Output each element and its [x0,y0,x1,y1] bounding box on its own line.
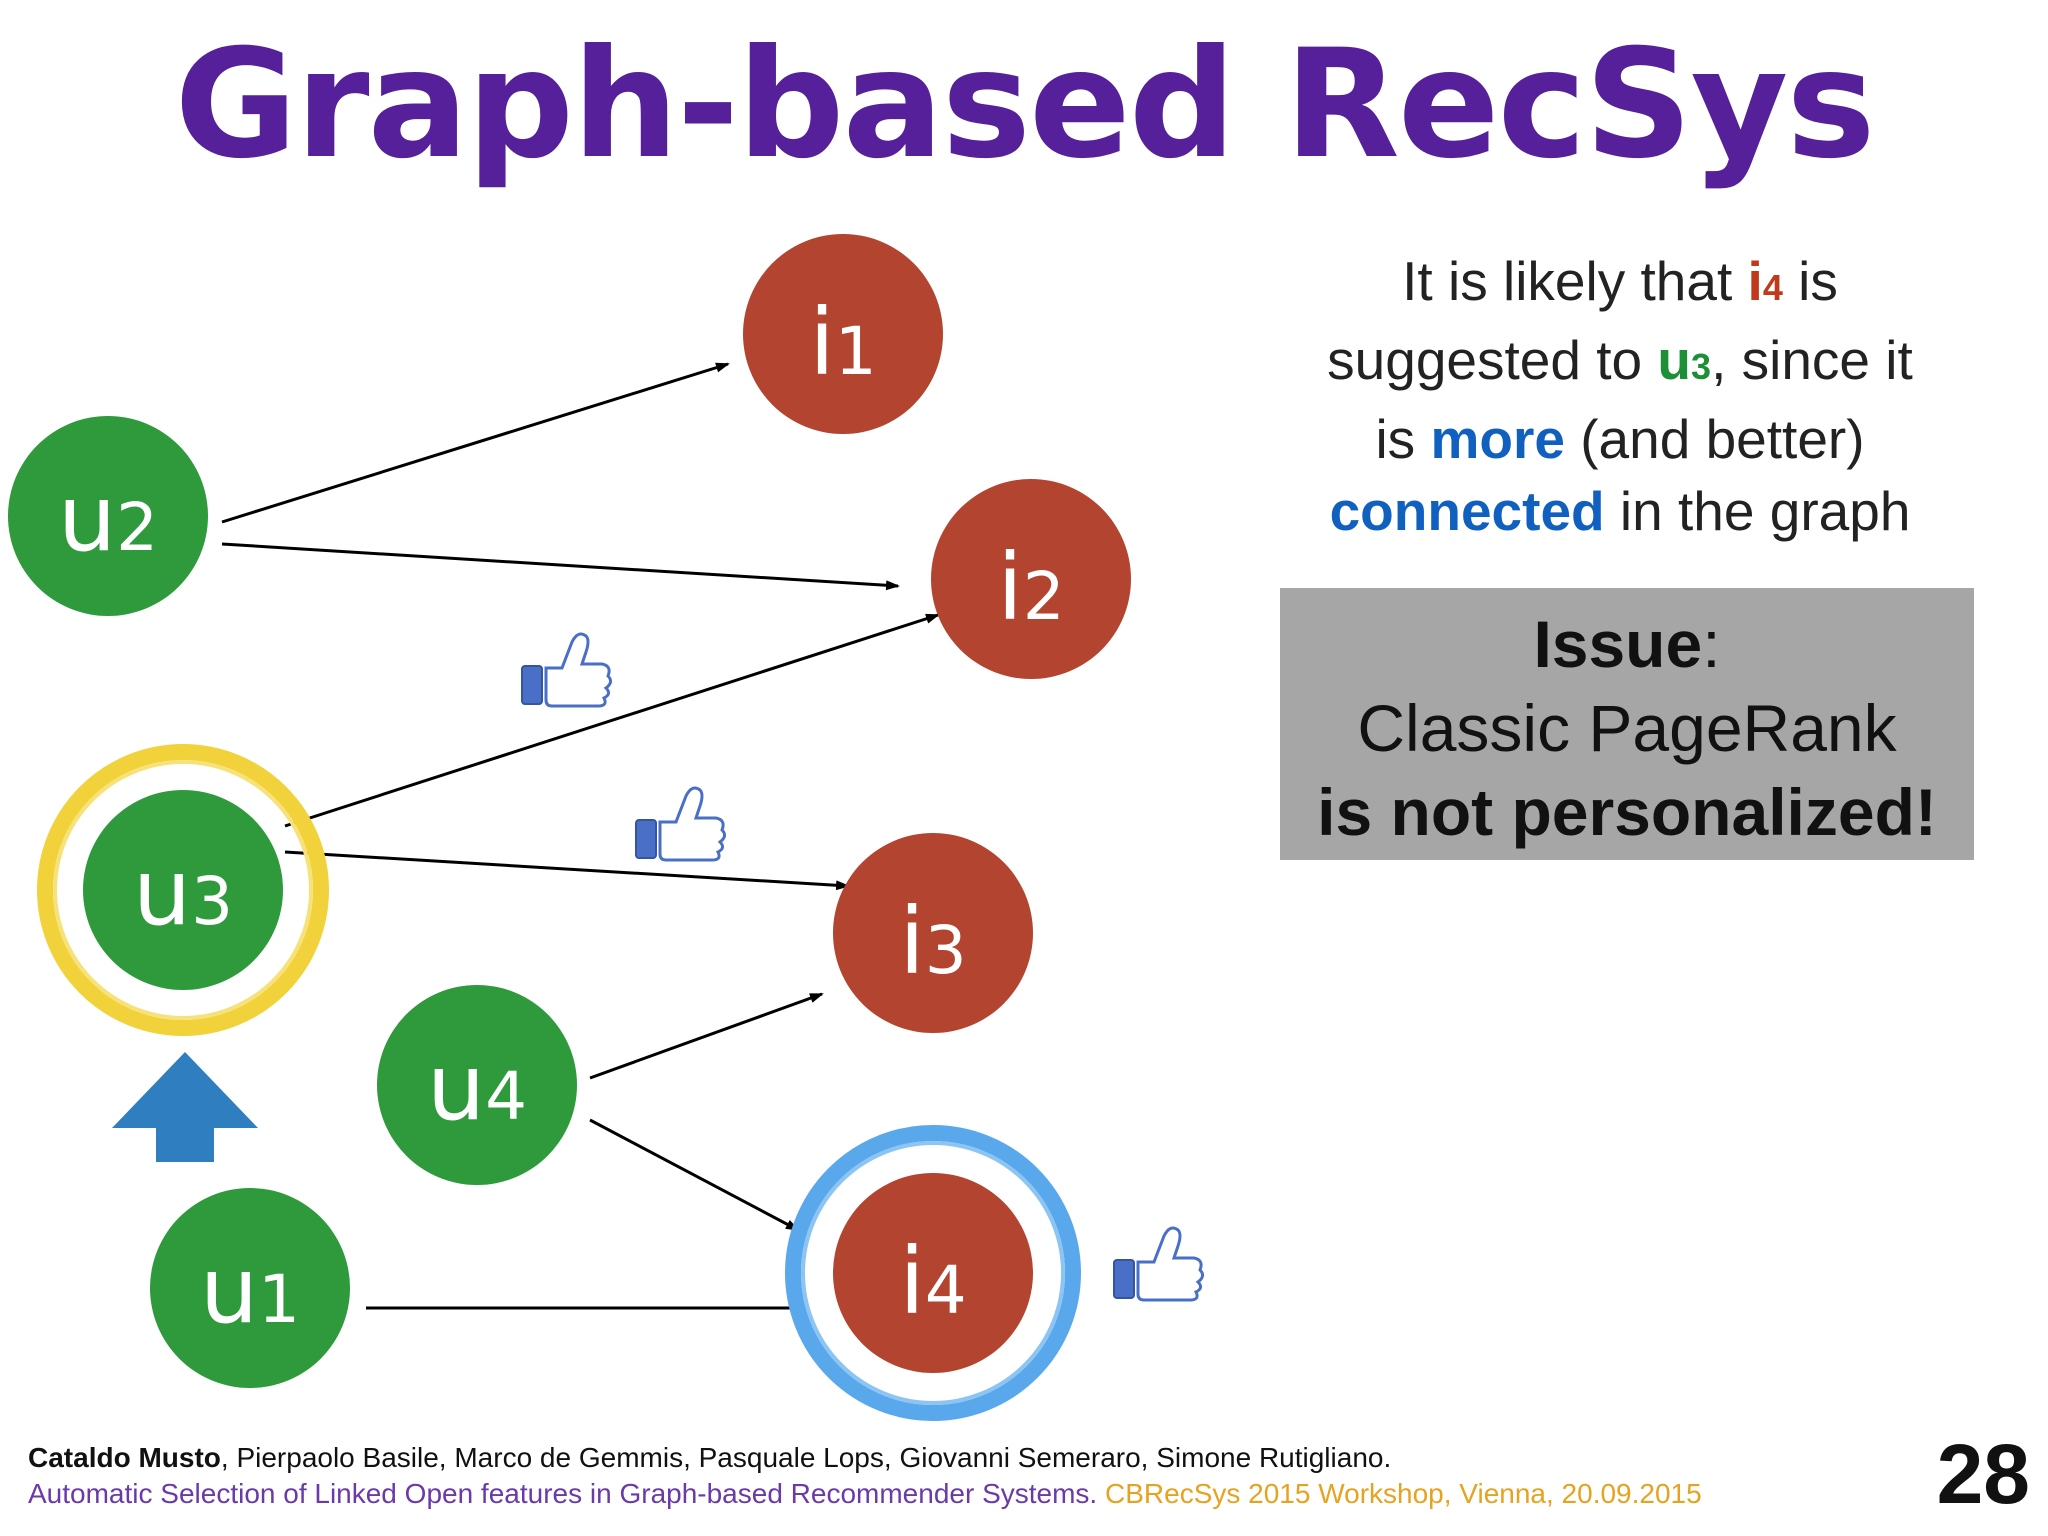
edge-u2-i1 [221,362,730,524]
svg-text:i2: i2 [997,534,1065,641]
explanation-text: It is likely that i4 is suggested to u3,… [1270,245,1970,547]
node-i4: i4 [833,1173,1033,1373]
node-u1: u1 [150,1188,350,1388]
u3-highlight-ring [37,744,329,1036]
thumbs-up-icon [635,786,727,862]
node-u3-sub: 3 [191,863,233,940]
node-u2: u2 [8,416,208,616]
explain-part-4: , since it [1711,329,1913,391]
thumbs-up-icon [521,632,613,708]
node-u4: u4 [377,985,577,1185]
issue-box: Issue: Classic PageRank is not personali… [1280,588,1974,860]
explain-part-5: is [1375,408,1431,470]
slide-title: Graph-based RecSys [174,18,1875,192]
footer-authors: Cataldo Musto, Pierpaolo Basile, Marco d… [28,1442,1391,1474]
node-i3-letter: i [899,888,925,995]
node-i3: i3 [833,833,1033,1033]
node-i1-letter: i [809,289,835,396]
up-arrow-icon [112,1052,258,1162]
node-u4-letter: u [427,1034,485,1141]
explain-u3: u3 [1657,329,1712,391]
slide-number: 28 [1936,1427,2030,1521]
svg-text:i3: i3 [899,888,967,995]
issue-line-3: is not personalized! [1317,775,1937,849]
node-i2-sub: 2 [1023,558,1065,635]
node-i1-sub: 1 [835,313,877,390]
paper-title: Automatic Selection of Linked Open featu… [28,1478,1098,1509]
node-u1-sub: 1 [258,1261,300,1338]
footer-citation: Automatic Selection of Linked Open featu… [28,1478,1702,1510]
explain-connected: connected [1329,480,1605,542]
node-u4-sub: 4 [485,1058,527,1135]
node-i3-sub: 3 [925,912,967,989]
explain-more: more [1430,408,1565,470]
issue-label: Issue [1533,607,1703,681]
lead-author: Cataldo Musto [28,1442,221,1473]
svg-text:u1: u1 [200,1237,300,1344]
svg-text:i1: i1 [809,289,877,396]
node-u3: u3 [83,790,283,990]
issue-line-2: Classic PageRank [1357,691,1897,765]
issue-colon: : [1702,607,1721,681]
node-u2-sub: 2 [116,489,158,566]
edge-u3-i2 [284,613,940,828]
node-i2-letter: i [997,534,1023,641]
explain-part-3: suggested to [1327,329,1658,391]
node-i2: i2 [931,479,1131,679]
node-u2-letter: u [58,465,116,572]
node-i4-letter: i [899,1228,925,1335]
explain-part-1: It is likely that [1402,250,1748,312]
edge-u4-i3 [589,992,824,1080]
explain-part-6: (and better) [1564,408,1865,470]
svg-text:u2: u2 [58,465,158,572]
explain-i4: i4 [1747,250,1783,312]
other-authors: , Pierpaolo Basile, Marco de Gemmis, Pas… [220,1442,1392,1473]
node-i1: i1 [743,234,943,434]
explain-part-2: is [1782,250,1838,312]
svg-text:u4: u4 [427,1034,527,1141]
i4-highlight-ring [785,1125,1081,1421]
svg-text:u3: u3 [133,839,233,946]
edge-u4-i4 [589,1118,800,1232]
u3-highlight-ring-inner [53,760,313,1020]
node-i4-sub: 4 [925,1252,967,1329]
i4-highlight-ring-inner [801,1141,1065,1405]
explain-part-7: in the graph [1604,480,1911,542]
edge-u3-i3 [284,850,850,891]
thumbs-up-icon [1113,1226,1205,1302]
edge-u2-i2 [221,542,900,591]
svg-text:i4: i4 [899,1228,967,1335]
node-u3-letter: u [133,839,191,946]
venue: CBRecSys 2015 Workshop, Vienna, 20.09.20… [1097,1478,1702,1509]
node-u1-letter: u [200,1237,258,1344]
